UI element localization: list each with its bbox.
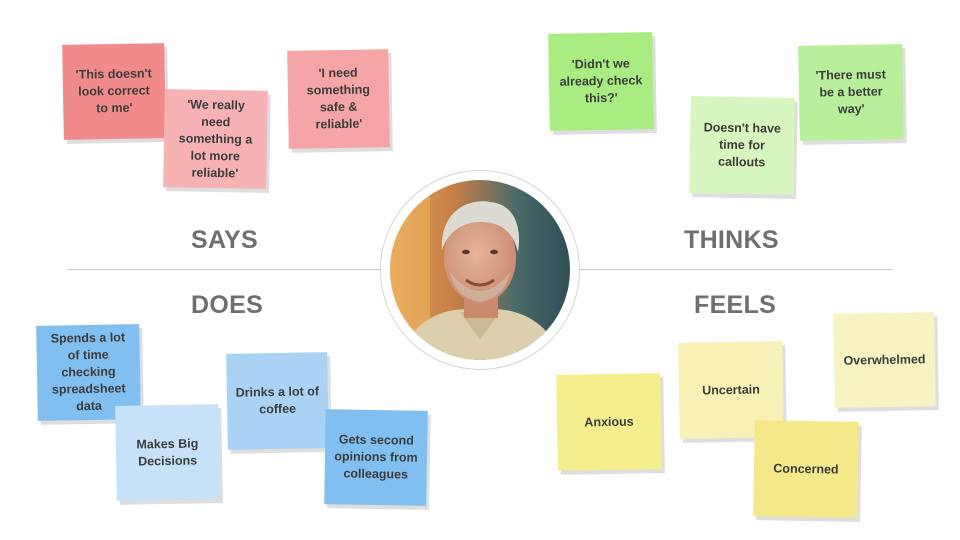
person-photo-icon <box>390 180 570 360</box>
feels-note: Concerned <box>753 420 859 518</box>
says-label: SAYS <box>191 226 258 254</box>
says-note: 'This doesn't look correct to me' <box>62 43 166 140</box>
thinks-note: 'There must be a better way' <box>798 44 904 141</box>
feels-note: Overwhelmed <box>833 312 936 408</box>
thinks-label: THINKS <box>684 226 779 254</box>
does-note: Gets second opinions from colleagues <box>324 409 428 506</box>
feels-label: FEELS <box>694 291 777 319</box>
thinks-note: 'Didn't we already check this?' <box>548 32 654 131</box>
feels-note: Anxious <box>556 373 662 471</box>
says-note: 'I need something safe & reliable' <box>287 49 390 149</box>
does-label: DOES <box>191 291 264 319</box>
says-note: 'We really need something a lot more rel… <box>163 89 268 189</box>
thinks-note: Doesn't have time for callouts <box>689 96 795 195</box>
does-note: Makes Big Decisions <box>115 404 220 501</box>
does-note: Drinks a lot of coffee <box>226 352 329 450</box>
